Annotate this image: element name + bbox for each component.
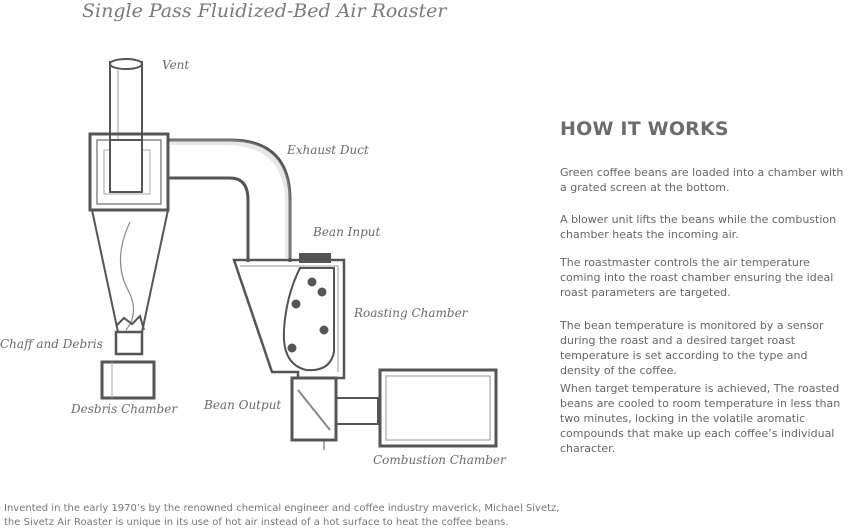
debris-chamber-box bbox=[100, 360, 156, 400]
how-it-works-title: HOW IT WORKS bbox=[560, 118, 729, 140]
how-it-works-paragraph: The roastmaster controls the air tempera… bbox=[560, 256, 834, 299]
how-it-works-paragraph: When target temperature is achieved, The… bbox=[560, 382, 841, 455]
how-it-works-paragraph: Green coffee beans are loaded into a cha… bbox=[560, 166, 844, 194]
cyclone-top-box bbox=[88, 132, 170, 212]
combustion-chamber-box bbox=[378, 368, 498, 448]
label-combustion-chamber: Combustion Chamber bbox=[373, 453, 506, 467]
label-vent: Vent bbox=[162, 58, 190, 72]
label-roasting-chamber: Roasting Chamber bbox=[354, 306, 468, 320]
label-bean-input: Bean Input bbox=[313, 225, 381, 239]
label-bean-output: Bean Output bbox=[204, 398, 282, 412]
bean-output-box bbox=[290, 376, 379, 450]
roaster-illustration bbox=[88, 58, 498, 450]
exhaust-duct bbox=[168, 138, 292, 262]
how-it-works-paragraph: A blower unit lifts the beans while the … bbox=[560, 213, 837, 241]
diagram-title: Single Pass Fluidized-Bed Air Roaster bbox=[82, 0, 447, 22]
footer-text: Invented in the early 1970’s by the reno… bbox=[4, 503, 560, 528]
label-chaff-and-debris: Chaff and Debris bbox=[0, 337, 103, 351]
roasting-chamber-body bbox=[232, 253, 346, 380]
cyclone-cone bbox=[90, 209, 170, 356]
label-debris-chamber: Desbris Chamber bbox=[71, 402, 178, 416]
how-it-works-paragraph: The bean temperature is monitored by a s… bbox=[560, 319, 824, 377]
label-exhaust-duct: Exhaust Duct bbox=[287, 143, 369, 157]
